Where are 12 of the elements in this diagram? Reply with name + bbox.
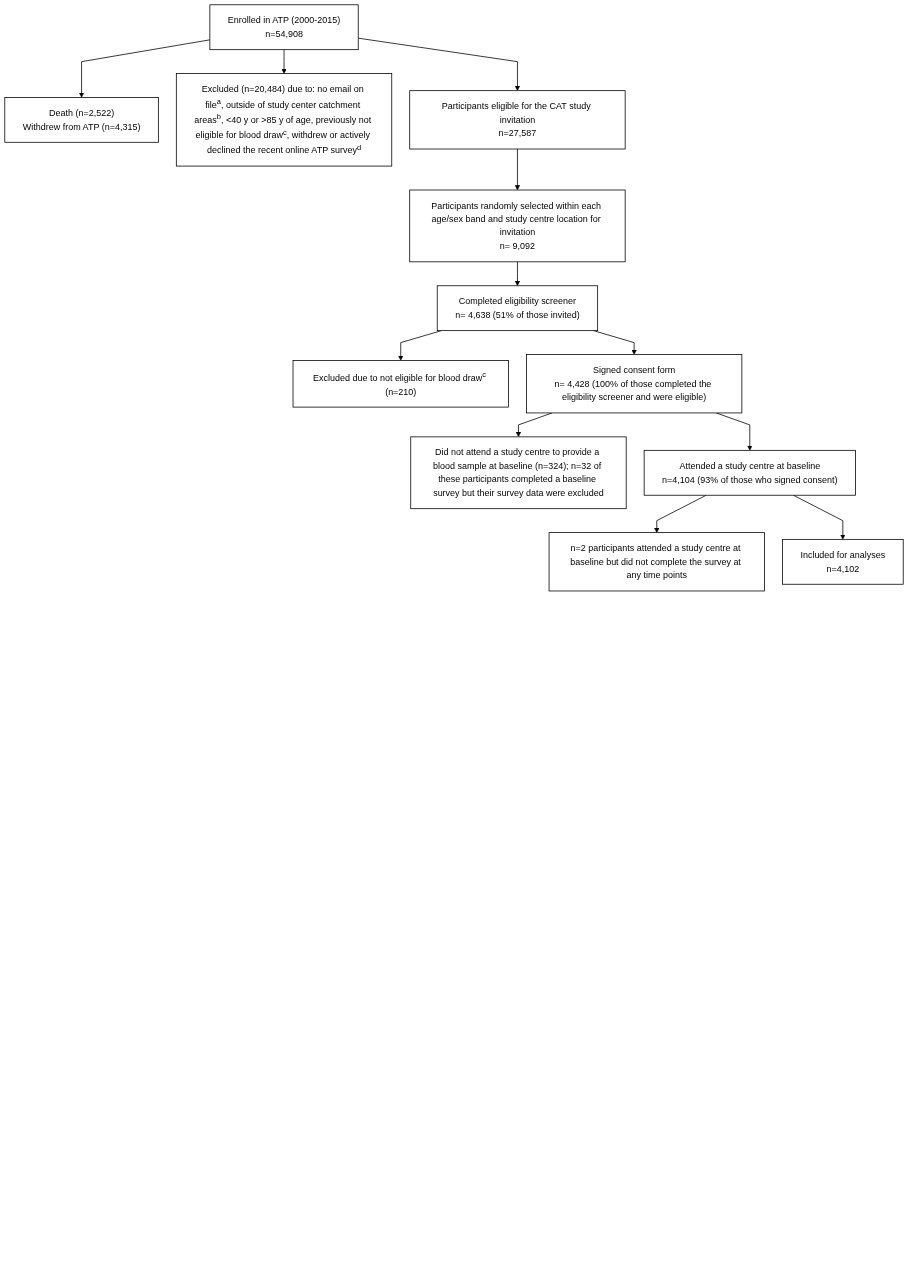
- node-box: Excluded (n=20,484) due to: no email on file$^{a}$, outside of study center catchment areas$^{b}$, <40 y or >85 y of age, previously not eligible for blood draw$^{c}$, withdrew or actively declined the recent online ATP survey$^{d}$: [175, 73, 393, 167]
- node-box: n=2 participants attended a study centre at baseline but did not complete the survey at any time points: [548, 532, 765, 592]
- node-box: Did not attend a study centre to provide a blood sample at baseline (n=324); n=32 of these participants completed a baseline survey but their survey data were excluded: [410, 436, 627, 510]
- node-box: Enrolled in ATP (2000-2015) n=54,908: [209, 4, 359, 51]
- node-box: Excluded due to not eligible for blood draw$^{c}$ (n=210): [292, 360, 509, 408]
- node-box: Signed consent form n= 4,428 (100% of those completed the eligibility screener and were eligible): [526, 354, 743, 414]
- node-box: Participants eligible for the CAT study invitation n=27,587: [409, 90, 626, 150]
- node-box: Death (n=2,522) Withdrew from ATP (n=4,315): [4, 97, 159, 143]
- node-box: Participants randomly selected within each age/sex band and study centre location for invitation n= 9,092: [409, 189, 626, 263]
- node-box: Attended a study centre at baseline n=4,104 (93% of those who signed consent): [643, 449, 856, 496]
- node-box: Included for analyses n=4,102: [782, 538, 904, 585]
- node-box: Completed eligibility screener n= 4,638 (51% of those invited): [436, 285, 599, 332]
